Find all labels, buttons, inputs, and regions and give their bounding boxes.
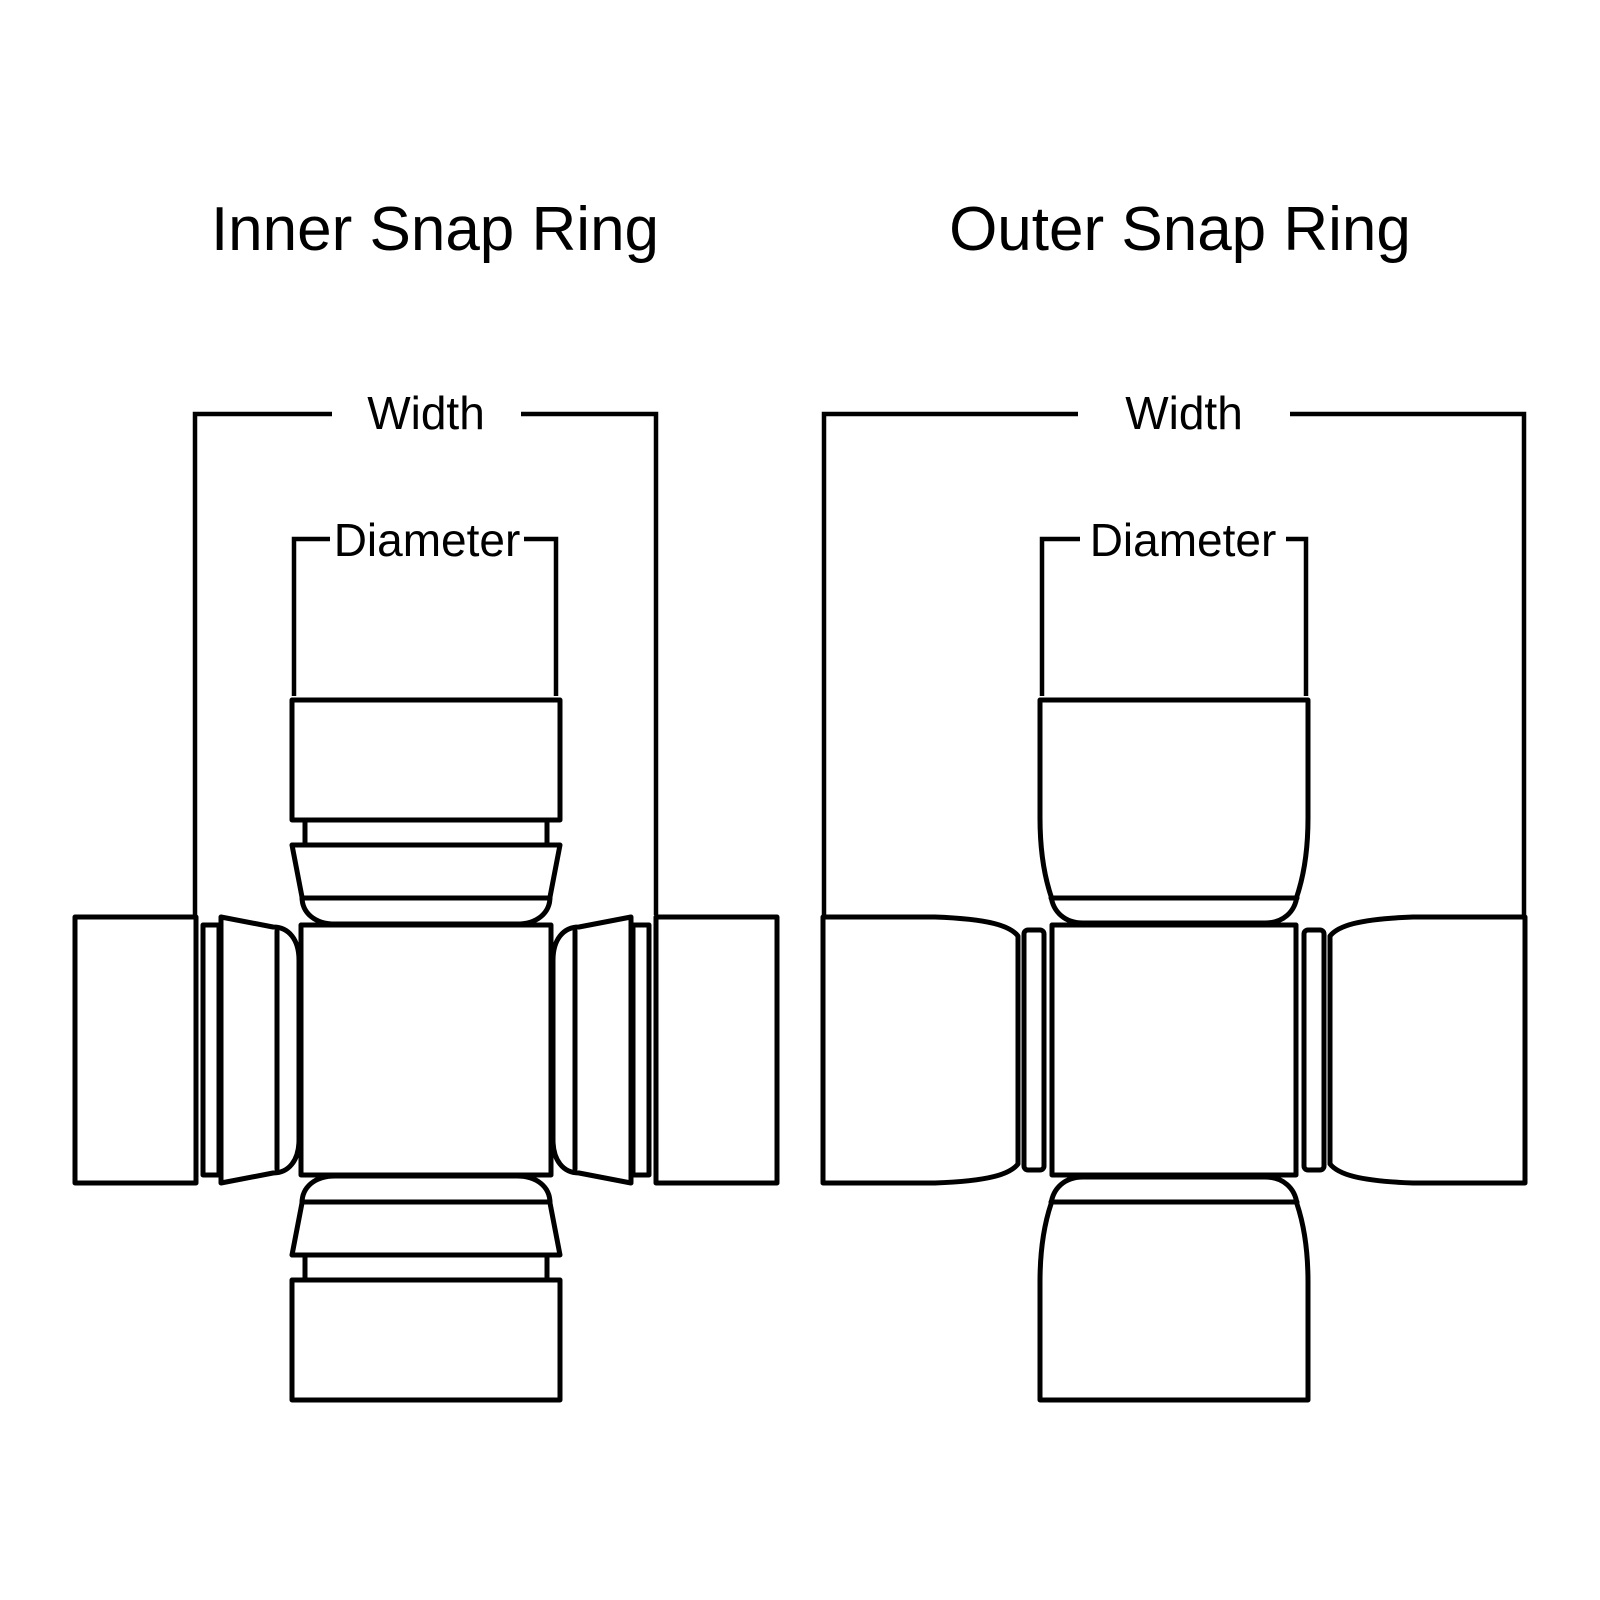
outer-center-body [1049,922,1299,1178]
inner-top-bearing-cup [289,842,563,927]
inner-left-bearing-cup [218,914,302,1186]
inner-left-bearing-cap [72,914,199,1186]
inner-right-bearing-cap [653,914,780,1186]
inner-width-dimension-line [192,411,659,915]
outer-diameter-dimension-line [1039,536,1309,696]
outer-bottom-bearing-cap [1037,1174,1311,1403]
inner-diagram-title: Inner Snap Ring [211,195,659,264]
inner-left-snap-ring-band [200,922,222,1178]
inner-bottom-bearing-cap [289,1277,563,1403]
outer-right-snap-ring [1301,927,1327,1173]
inner-right-snap-ring-band [630,922,652,1178]
inner-right-bearing-cup [550,914,634,1186]
outer-top-bearing-cap [1037,697,1311,926]
inner-center-body [298,922,554,1178]
inner-top-bearing-cap [289,697,563,823]
outer-diagram-title: Outer Snap Ring [949,195,1411,264]
outer-width-label: Width [1125,387,1243,439]
inner-diameter-dimension-line [291,536,559,696]
outer-width-dimension-line [821,411,1527,915]
outer-diameter-label: Diameter [1090,514,1277,566]
outer-snap-ring-diagram: Outer Snap Ring Width Diameter [820,195,1528,1403]
inner-bottom-snap-ring-band [302,1252,550,1283]
inner-bottom-bearing-cup [289,1173,563,1258]
outer-left-snap-ring [1021,927,1047,1173]
inner-diameter-label: Diameter [334,514,521,566]
inner-top-snap-ring-band [302,817,550,848]
inner-width-label: Width [367,387,485,439]
outer-right-bearing-cap [1327,914,1528,1186]
inner-snap-ring-diagram: Inner Snap Ring Width Diameter [72,195,780,1403]
outer-left-bearing-cap [820,914,1021,1186]
